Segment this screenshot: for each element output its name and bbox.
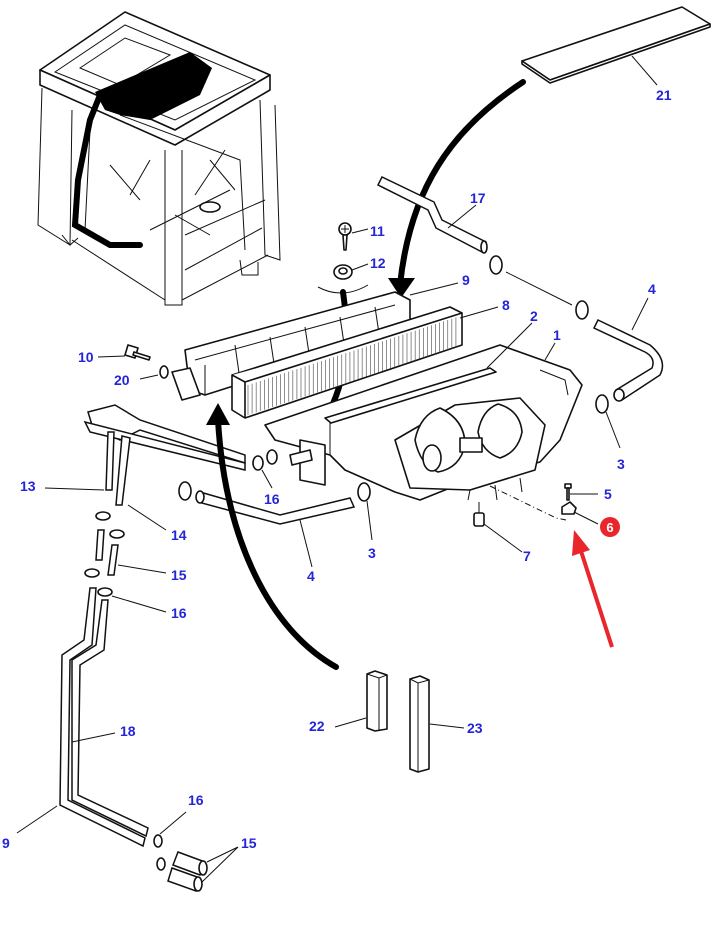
- callout-16-mid: 16: [264, 491, 280, 507]
- part-2-seal-strip: [324, 322, 533, 424]
- part-17-tube: [376, 176, 488, 254]
- part-15-connector: [95, 529, 167, 576]
- callout-21: 21: [656, 87, 672, 103]
- callout-9-bottom: 9: [2, 835, 10, 851]
- callout-22: 22: [309, 718, 325, 734]
- blower-motor: [394, 397, 546, 501]
- callout-12: 12: [370, 255, 386, 271]
- callout-3-bottom: 3: [368, 545, 376, 561]
- part-20-washer: [139, 365, 169, 380]
- tractor-cab: [37, 11, 281, 306]
- highlight-arrow: [572, 530, 614, 648]
- hose-clamp: [489, 255, 503, 275]
- part-8-heater-matrix: [231, 306, 499, 419]
- callout-7: 7: [523, 548, 531, 564]
- callout-17: 17: [470, 190, 486, 206]
- callout-2: 2: [530, 308, 538, 324]
- callout-1: 1: [553, 327, 561, 343]
- hose-clamp: [95, 511, 111, 521]
- part-7-grommet: [473, 502, 523, 553]
- callout-15-bottom: 15: [241, 835, 257, 851]
- assembly-arrow-22-23: [215, 417, 339, 670]
- part-3-clamp: [357, 482, 373, 541]
- hose-clamp: [595, 394, 609, 414]
- callout-10: 10: [78, 349, 94, 365]
- callout-23: 23: [467, 720, 483, 736]
- part-15-connector: [167, 846, 239, 892]
- callout-9-top: 9: [462, 272, 470, 288]
- callout-labels: 21 17 11 12 9 4 8 2 1 10 20 3 13 16 5 14…: [2, 87, 672, 851]
- hose-clamp: [156, 857, 166, 871]
- callout-11: 11: [370, 223, 385, 239]
- callout-14: 14: [171, 527, 187, 543]
- part-10-wing-bolt: [97, 344, 151, 361]
- hose-clamp: [178, 481, 192, 501]
- part-6-mount: [561, 501, 599, 525]
- part-23-foam-block: [409, 675, 465, 773]
- assembly-arrowhead-21: [388, 278, 415, 298]
- part-21-filter-panel: [521, 6, 711, 86]
- callout-16-bottom: 16: [188, 792, 204, 808]
- callout-16-lower: 16: [171, 605, 187, 621]
- hose-clamp: [84, 568, 100, 578]
- hose-clamp: [97, 587, 113, 597]
- callout-13: 13: [20, 478, 36, 494]
- part-9-duct-frame: [171, 282, 459, 401]
- assembly-line: [489, 485, 567, 521]
- part-4-hose-right: [592, 297, 664, 402]
- callout-4-bottom: 4: [307, 568, 315, 584]
- callout-15-mid: 15: [171, 567, 187, 583]
- callout-6: 6: [606, 520, 613, 535]
- hose-clamp: [575, 300, 589, 320]
- part-5-bolt: [564, 483, 598, 501]
- part-16-clamp: [252, 449, 313, 489]
- part-18-pipe: [16, 587, 149, 848]
- assembly-arrow-21: [397, 79, 526, 288]
- callout-8: 8: [502, 297, 510, 313]
- pipe-assembly-13-14: [44, 404, 246, 531]
- callout-4-top: 4: [648, 281, 656, 297]
- part-22-foam-block: [334, 670, 388, 732]
- part-11-screw: [338, 222, 369, 251]
- assembly-arrowhead-22-23: [206, 403, 230, 425]
- hose-clamp: [153, 834, 163, 848]
- hose-clamp: [109, 529, 125, 539]
- callout-20: 20: [114, 372, 130, 388]
- callout-18: 18: [120, 723, 136, 739]
- callout-5: 5: [604, 486, 612, 502]
- highlight-badge-part-6[interactable]: 6: [600, 517, 620, 537]
- part-12-washer: [333, 263, 369, 280]
- callout-3-right: 3: [617, 456, 625, 472]
